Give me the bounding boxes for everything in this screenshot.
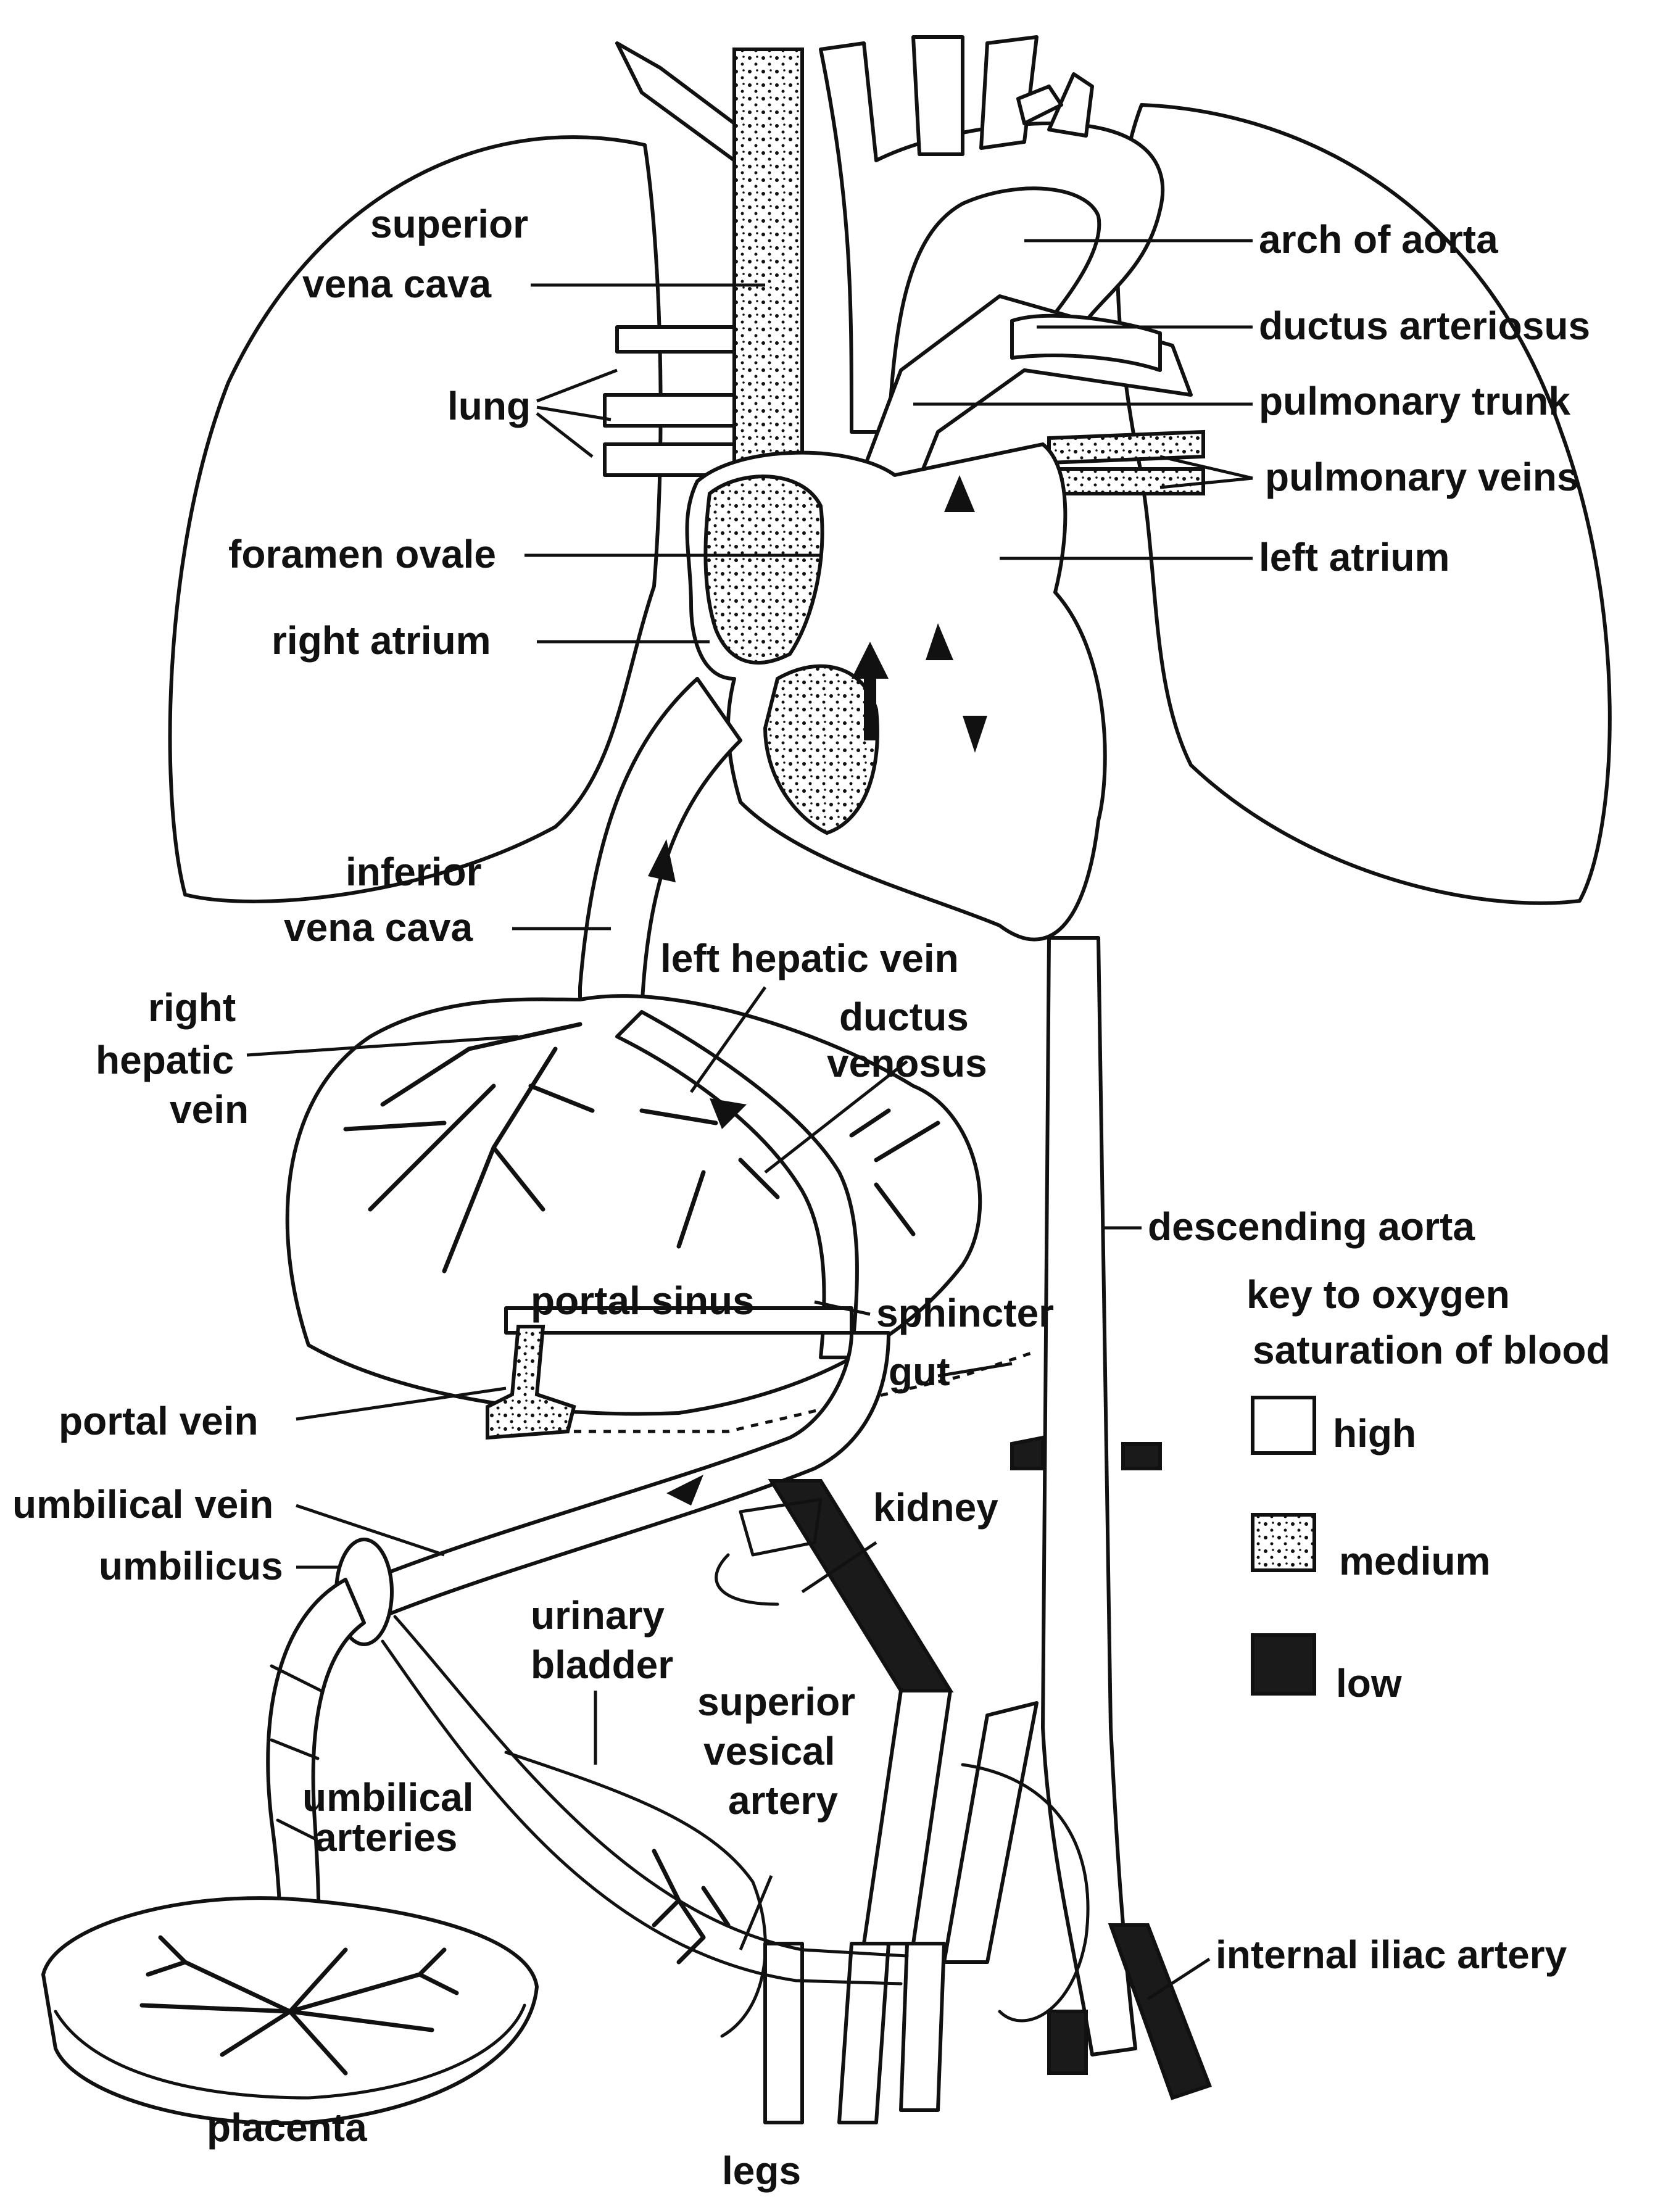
oxygen-key: key to oxygen saturation of blood high m… <box>1246 1272 1611 1705</box>
label-superior-vena-cava-2: vena cava <box>302 262 491 306</box>
label-right-hepatic-vein-2: hepatic <box>96 1038 234 1082</box>
label-pulmonary-veins: pulmonary veins <box>1265 455 1579 499</box>
label-umbilical-arteries-1: umbilical <box>302 1775 473 1820</box>
key-title-1: key to oxygen <box>1246 1272 1510 1317</box>
leg-vessel-3 <box>901 1944 944 2110</box>
internal-iliac-vessel-2 <box>1049 2011 1086 2073</box>
label-gut: gut <box>889 1349 950 1394</box>
common-iliac-left <box>864 1691 950 1944</box>
label-right-atrium: right atrium <box>272 618 491 663</box>
urinary-bladder-shape <box>506 1752 765 2036</box>
kidney-loop <box>716 1555 777 1604</box>
label-sphincter: sphincter <box>876 1291 1054 1335</box>
aortic-branch-1 <box>913 37 963 154</box>
label-arch-of-aorta: arch of aorta <box>1259 217 1498 262</box>
key-swatch-medium <box>1253 1515 1314 1570</box>
label-ductus-venosus-1: ductus <box>839 995 969 1039</box>
label-lung: lung <box>447 384 531 428</box>
label-inferior-vena-cava-1: inferior <box>346 850 481 894</box>
label-urinary-bladder-1: urinary <box>531 1593 665 1638</box>
label-right-hepatic-vein-3: vein <box>170 1087 249 1132</box>
label-descending-aorta: descending aorta <box>1148 1204 1475 1249</box>
label-umbilicus: umbilicus <box>99 1544 283 1588</box>
label-portal-vein: portal vein <box>59 1399 259 1443</box>
superior-vena-cava <box>734 49 802 469</box>
label-superior-vesical-1: superior <box>697 1680 855 1724</box>
key-title-2: saturation of blood <box>1253 1328 1611 1372</box>
right-pulmonary-vessels <box>605 327 734 475</box>
label-foramen-ovale: foramen ovale <box>228 532 496 576</box>
label-umbilical-vein: umbilical vein <box>12 1482 273 1526</box>
right-lung <box>170 137 661 901</box>
descending-aorta-vessel <box>1043 938 1135 2055</box>
key-label-medium: medium <box>1339 1539 1490 1583</box>
label-portal-sinus: portal sinus <box>531 1278 755 1323</box>
label-superior-vesical-3: artery <box>728 1778 838 1823</box>
label-superior-vesical-2: vesical <box>703 1729 836 1773</box>
label-right-hepatic-vein-1: right <box>148 985 236 1030</box>
label-inferior-vena-cava-2: vena cava <box>284 905 473 950</box>
label-superior-vena-cava-1: superior <box>370 202 528 246</box>
label-ductus-arteriosus: ductus arteriosus <box>1259 304 1590 348</box>
label-ductus-venosus-2: venosus <box>827 1041 987 1085</box>
label-urinary-bladder-2: bladder <box>531 1642 673 1687</box>
label-legs: legs <box>722 2148 801 2193</box>
leg-vessel-1 <box>765 1944 802 2123</box>
key-label-low: low <box>1336 1661 1402 1705</box>
label-umbilical-arteries-2: arteries <box>315 1815 457 1860</box>
key-label-high: high <box>1333 1411 1416 1456</box>
label-internal-iliac-artery: internal iliac artery <box>1216 1932 1567 1977</box>
leader-portal-vein <box>296 1388 506 1419</box>
label-pulmonary-trunk: pulmonary trunk <box>1259 379 1570 423</box>
label-kidney: kidney <box>873 1485 998 1530</box>
label-left-atrium: left atrium <box>1259 535 1449 579</box>
label-left-hepatic-vein: left hepatic vein <box>660 936 959 980</box>
key-swatch-low <box>1253 1635 1314 1694</box>
key-swatch-high <box>1253 1398 1314 1453</box>
label-placenta: placenta <box>207 2105 367 2150</box>
common-iliac-right <box>944 1703 1037 1962</box>
leg-vessel-2 <box>839 1944 889 2123</box>
